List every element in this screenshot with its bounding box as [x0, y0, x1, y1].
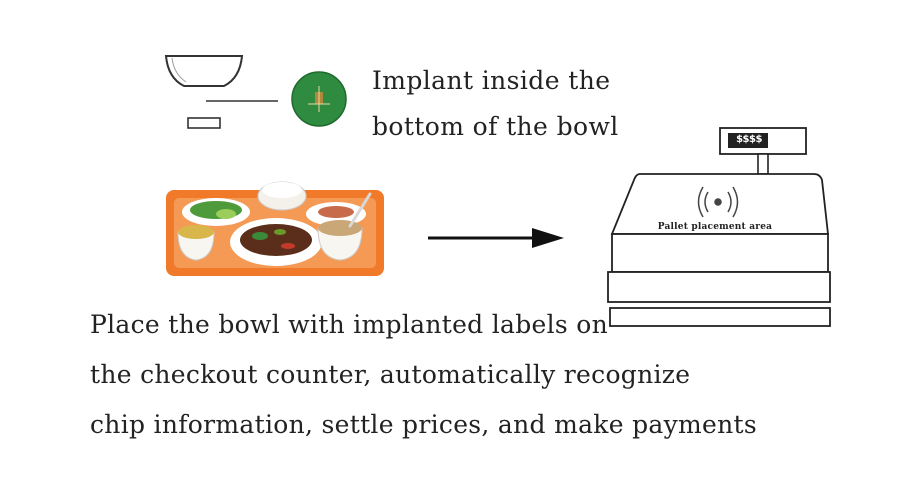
pallet-area-label: Pallet placement area: [657, 222, 773, 232]
checkout-caption-line3: chip information, settle prices, and mak…: [90, 410, 757, 439]
soup-bowl-right: [317, 227, 363, 261]
checkout-caption-line2: the checkout counter, automatically reco…: [90, 360, 691, 389]
implant-caption: Implant inside the bottom of the bowl: [372, 58, 672, 150]
checkout-counter: [607, 127, 831, 327]
checkout-caption: Place the bowl with implanted labels on …: [90, 300, 790, 450]
bowl-illustration: [164, 55, 278, 129]
implant-caption-line2: bottom of the bowl: [372, 112, 619, 141]
soup-bowl-left: [177, 231, 215, 261]
arrow-right-icon: [428, 228, 564, 248]
food-tray-image: [166, 181, 384, 276]
rfid-wave-icon: [697, 186, 739, 218]
counter-layer-2: [607, 271, 831, 303]
bowl-body: [164, 55, 244, 87]
bowl-base: [187, 117, 221, 129]
price-display-text: $$$$: [736, 134, 762, 145]
counter-layer-1: [611, 233, 829, 273]
checkout-caption-line1: Place the bowl with implanted labels on: [90, 310, 609, 339]
implant-caption-line1: Implant inside the: [372, 66, 611, 95]
counter-layer-3: [609, 307, 831, 327]
rfid-chip-icon: [291, 71, 347, 127]
